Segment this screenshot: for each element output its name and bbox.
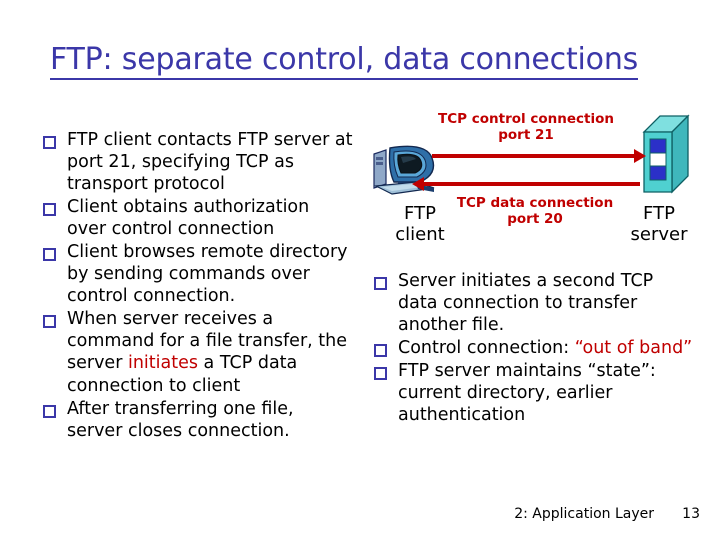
control-connection-arrow-line: [432, 154, 637, 158]
list-item-label-highlight: initiates: [127, 353, 198, 374]
square-bullet-icon: [374, 277, 387, 290]
list-item-label: FTP server maintains “state”: current di…: [398, 361, 656, 426]
list-item-label: Control connection: “out of band”: [398, 337, 694, 359]
control-connection-label: TCP control connection port 21: [406, 111, 646, 143]
ftp-connection-diagram: TCP control connection port 21 TCP data …: [360, 104, 710, 259]
square-bullet-icon: [43, 203, 56, 217]
data-connection-label-line1: TCP data connection: [456, 195, 614, 211]
list-item-label-pre: When server receives a command for a fil…: [67, 309, 347, 374]
list-item: When server receives a command for a fil…: [43, 308, 353, 396]
footer-page-number: 13: [682, 506, 700, 522]
page-title: FTP: separate control, data connections: [50, 44, 670, 80]
list-item: FTP server maintains “state”: current di…: [374, 360, 694, 426]
list-item-label: Client obtains authorization over contro…: [67, 197, 310, 240]
list-item: Server initiates a second TCP data conne…: [374, 270, 694, 336]
left-bullet-list: FTP client contacts FTP server at port 2…: [43, 129, 353, 443]
list-item-label-pre: Control connection:: [398, 338, 575, 359]
desktop-computer-icon: [370, 140, 444, 198]
list-item: After transferring one file, server clos…: [43, 398, 353, 442]
control-connection-arrowhead-right-icon: [634, 149, 646, 163]
data-connection-arrowhead-left-icon: [412, 177, 424, 191]
right-bullet-list: Server initiates a second TCP data conne…: [374, 270, 694, 427]
ftp-client-label-line2: client: [395, 223, 445, 245]
footer-section-label: 2: Application Layer: [514, 506, 654, 522]
list-item-label: FTP client contacts FTP server at port 2…: [67, 130, 353, 195]
server-tower-icon: [638, 110, 694, 202]
data-connection-label: TCP data connection port 20: [430, 195, 640, 227]
square-bullet-icon: [374, 344, 387, 358]
list-item-label: Server initiates a second TCP data conne…: [398, 271, 654, 336]
list-item: Client obtains authorization over contro…: [43, 196, 353, 240]
ftp-server-label-line2: server: [630, 223, 688, 245]
list-item-label: When server receives a command for a fil…: [67, 308, 353, 396]
slide-footer: 2: Application Layer 13: [0, 506, 720, 526]
list-item-label-highlight: “out of band”: [574, 338, 693, 359]
ftp-server-label: FTP server: [610, 203, 708, 246]
list-item-label: Client browses remote directory by sendi…: [67, 242, 348, 307]
ftp-server-label-line1: FTP: [643, 203, 675, 224]
list-item-label: After transferring one file, server clos…: [67, 398, 294, 441]
data-connection-arrow-line: [422, 182, 640, 186]
page-title-text: FTP: separate control, data connections: [50, 44, 638, 80]
control-connection-label-line2: port 21: [498, 126, 554, 143]
square-bullet-icon: [43, 136, 56, 149]
square-bullet-icon: [374, 367, 387, 381]
list-item: Control connection: “out of band”: [374, 337, 694, 359]
square-bullet-icon: [43, 315, 56, 329]
control-connection-label-line1: TCP control connection: [438, 111, 614, 127]
square-bullet-icon: [43, 248, 56, 262]
list-item-label-post: a TCP data connection to client: [67, 353, 298, 396]
list-item: Client browses remote directory by sendi…: [43, 241, 353, 307]
square-bullet-icon: [43, 404, 56, 418]
list-item: FTP client contacts FTP server at port 2…: [43, 129, 353, 195]
data-connection-label-line2: port 20: [507, 210, 563, 227]
ftp-client-label-line1: FTP: [404, 203, 436, 224]
ftp-client-label: FTP client: [374, 203, 466, 246]
